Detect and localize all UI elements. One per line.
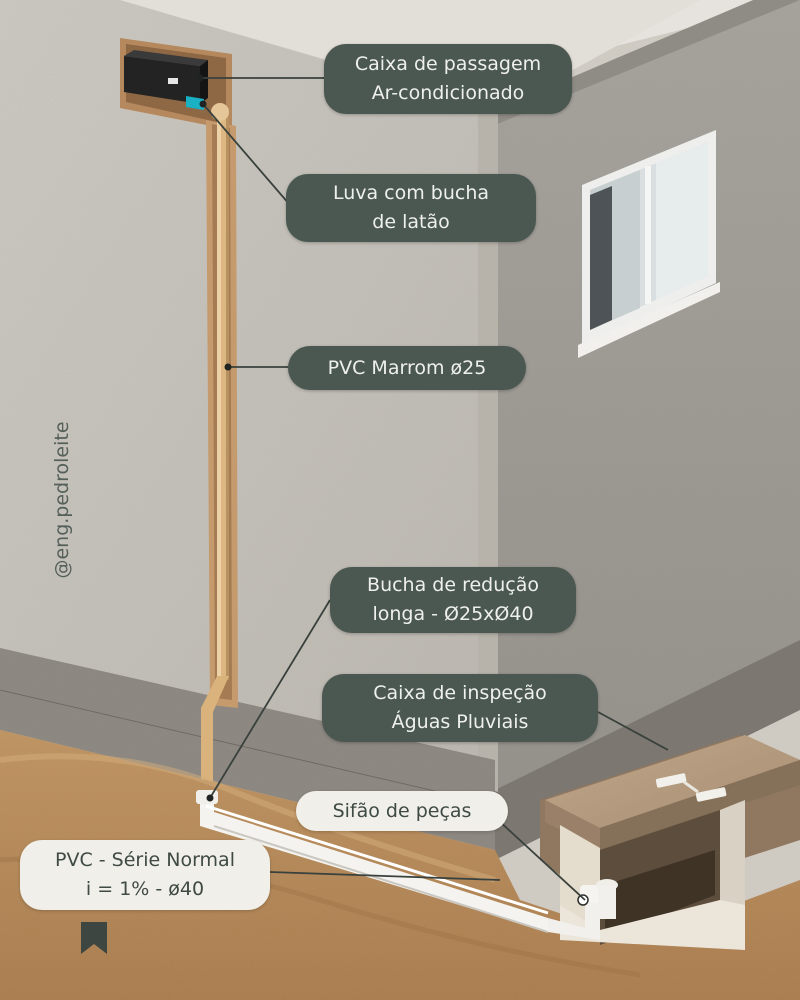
callout-luva-bucha: Luva com bucha de latão [286, 174, 536, 242]
soil [0, 700, 800, 1000]
callout-pvc-serie-line2: i = 1% - ø40 [85, 878, 205, 900]
callout-luva-bucha-line2: de latão [372, 211, 450, 233]
callout-caixa-passagem: Caixa de passagem Ar-condicionado [324, 44, 572, 114]
callout-caixa-passagem-line1: Caixa de passagem [354, 53, 542, 75]
callout-bucha-reducao: Bucha de redução longa - Ø25xØ40 [330, 567, 576, 633]
callout-caixa-passagem-line2: Ar-condicionado [371, 82, 525, 104]
junction-box [124, 50, 208, 110]
leader-lines [200, 77, 669, 901]
callout-pvc-serie-line1: PVC - Série Normal [55, 849, 235, 871]
callout-pvc-marrom-line1: PVC Marrom ø25 [327, 356, 487, 379]
leader-dots [196, 74, 232, 802]
callout-caixa-inspecao: Caixa de inspeção Águas Pluviais [322, 674, 598, 742]
callout-caixa-inspecao-line1: Caixa de inspeção [373, 682, 547, 704]
callout-pvc-serie: PVC - Série Normal i = 1% - ø40 [20, 840, 270, 910]
window [578, 130, 720, 358]
callout-bucha-reducao-line2: longa - Ø25xØ40 [372, 603, 534, 625]
callout-caixa-inspecao-line2: Águas Pluviais [391, 711, 529, 733]
bookmark-icon[interactable] [81, 922, 107, 954]
author-watermark: @eng.pedroleite [51, 421, 73, 579]
trap-fitting [548, 879, 618, 940]
callout-luva-bucha-line1: Luva com bucha [332, 182, 490, 204]
callout-pvc-marrom: PVC Marrom ø25 [288, 346, 526, 390]
callout-sifao-line1: Sifão de peças [332, 799, 472, 822]
inspection-box [540, 735, 800, 950]
callout-sifao: Sifão de peças [296, 791, 508, 831]
side-wall [495, 0, 800, 860]
brown-pvc-pipe [201, 103, 229, 800]
callout-bucha-reducao-line1: Bucha de redução [367, 574, 539, 596]
